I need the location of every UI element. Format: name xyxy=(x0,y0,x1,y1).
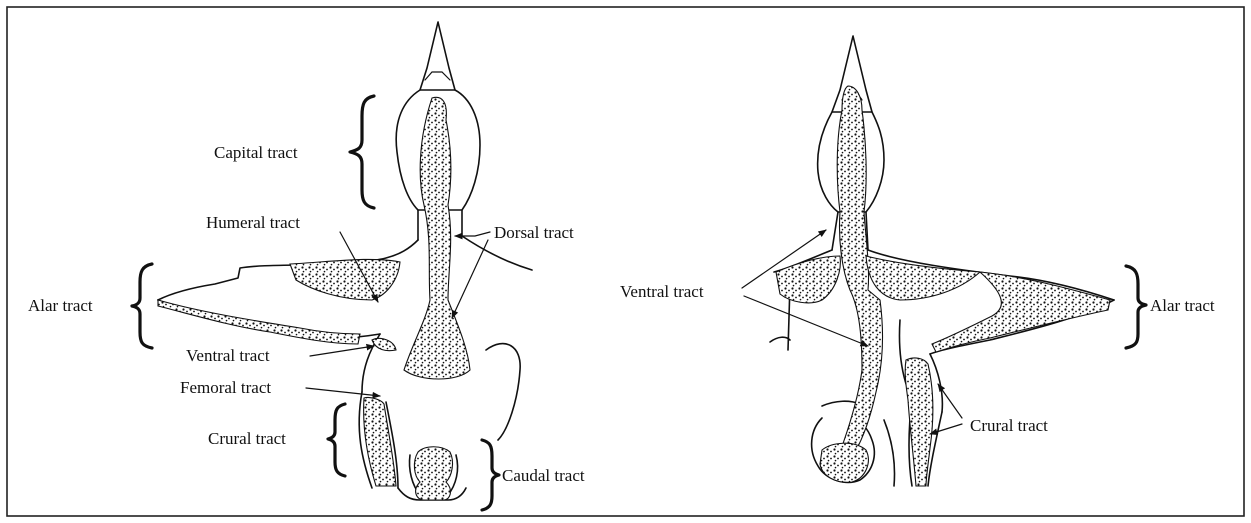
dorsal-view: Capital tract Humeral tract Dorsal tract… xyxy=(28,22,585,510)
ventral-tract-leader-dorsal xyxy=(310,346,374,356)
capital-tract-label: Capital tract xyxy=(214,143,298,162)
crural-tract-label-dorsal: Crural tract xyxy=(208,429,286,448)
ventral-tract-leader-2 xyxy=(744,296,868,346)
alar-tract-brace-ventral xyxy=(1126,266,1146,348)
dorsal-feather-tracts xyxy=(158,97,470,500)
alar-tract-label-dorsal: Alar tract xyxy=(28,296,93,315)
figure-border xyxy=(7,7,1244,516)
crural-tract-label-ventral: Crural tract xyxy=(970,416,1048,435)
alar-tract-brace-dorsal xyxy=(132,264,152,348)
ventral-tract-label-ventral: Ventral tract xyxy=(620,282,704,301)
alar-tract-label-ventral: Alar tract xyxy=(1150,296,1215,315)
humeral-tract-label: Humeral tract xyxy=(206,213,300,232)
crural-tract-leader-2 xyxy=(930,424,962,434)
dorsal-tract-leader-1 xyxy=(455,232,490,236)
crural-tract-brace-dorsal xyxy=(328,404,345,476)
ventral-tract-label-dorsal: Ventral tract xyxy=(186,346,270,365)
capital-tract-brace xyxy=(350,96,374,208)
caudal-tract-brace xyxy=(482,440,499,510)
dorsal-tract-label: Dorsal tract xyxy=(494,223,574,242)
femoral-tract-label: Femoral tract xyxy=(180,378,271,397)
femoral-tract-leader xyxy=(306,388,380,396)
ventral-feather-tracts xyxy=(776,86,1110,486)
caudal-tract-label: Caudal tract xyxy=(502,466,585,485)
dorsal-tract-leader-2 xyxy=(452,240,488,318)
ventral-view: Ventral tract Alar tract Crural tract xyxy=(620,36,1215,486)
